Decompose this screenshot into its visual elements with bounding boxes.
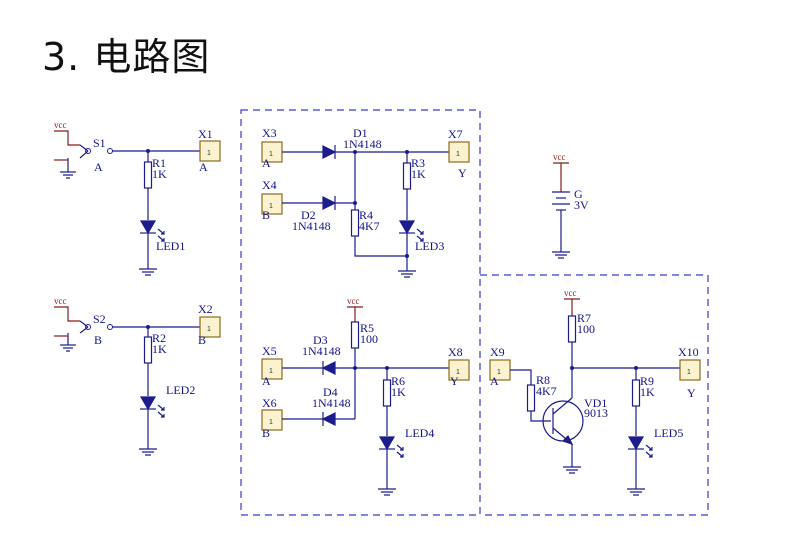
svg-text:Y: Y bbox=[687, 386, 696, 400]
svg-text:vcc: vcc bbox=[553, 152, 566, 162]
svg-text:X9: X9 bbox=[490, 345, 505, 359]
svg-text:R8: R8 bbox=[536, 373, 550, 387]
svg-text:1: 1 bbox=[497, 369, 501, 376]
svg-text:B: B bbox=[262, 426, 270, 440]
svg-text:1N4148: 1N4148 bbox=[302, 344, 341, 358]
svg-text:1: 1 bbox=[269, 151, 273, 158]
svg-text:R3: R3 bbox=[411, 156, 425, 170]
svg-text:X2: X2 bbox=[198, 302, 213, 316]
svg-text:X4: X4 bbox=[262, 178, 277, 192]
svg-text:1: 1 bbox=[207, 150, 211, 157]
svg-text:100: 100 bbox=[360, 332, 378, 346]
svg-text:X1: X1 bbox=[198, 127, 213, 141]
svg-text:LED5: LED5 bbox=[654, 426, 683, 440]
svg-text:vcc: vcc bbox=[54, 296, 67, 306]
svg-text:D2: D2 bbox=[301, 208, 316, 222]
svg-text:LED1: LED1 bbox=[156, 239, 185, 253]
svg-text:R9: R9 bbox=[640, 374, 654, 388]
svg-text:1: 1 bbox=[207, 326, 211, 333]
svg-text:1: 1 bbox=[269, 368, 273, 375]
svg-text:D3: D3 bbox=[313, 333, 328, 347]
svg-text:Y: Y bbox=[450, 374, 459, 388]
svg-text:D1: D1 bbox=[353, 126, 368, 140]
svg-text:A: A bbox=[94, 160, 103, 174]
svg-text:A: A bbox=[490, 374, 499, 388]
switch-s1-label: S1 bbox=[93, 136, 106, 150]
battery-circuit: vcc G 3V bbox=[551, 152, 589, 259]
svg-text:LED2: LED2 bbox=[166, 383, 195, 397]
svg-text:vcc: vcc bbox=[347, 296, 360, 306]
switch-circuit-2: vcc S2 B R2 1K LED2 X2 1 B bbox=[54, 296, 221, 456]
svg-text:1: 1 bbox=[456, 369, 460, 376]
svg-text:1: 1 bbox=[269, 419, 273, 426]
svg-text:VD1: VD1 bbox=[584, 396, 607, 410]
svg-text:B: B bbox=[262, 208, 270, 222]
page-title: 3. 电路图 bbox=[42, 35, 211, 79]
svg-text:S2: S2 bbox=[93, 312, 106, 326]
not-gate-circuit: vcc R7 100 X9 1 A R8 4K7 VD1 9013 R9 1K … bbox=[489, 288, 701, 496]
svg-text:100: 100 bbox=[577, 322, 595, 336]
svg-text:X7: X7 bbox=[448, 127, 463, 141]
svg-text:X6: X6 bbox=[262, 396, 277, 410]
svg-text:1K: 1K bbox=[640, 385, 655, 399]
svg-text:A: A bbox=[199, 160, 208, 174]
svg-text:1K: 1K bbox=[152, 167, 167, 181]
svg-text:A: A bbox=[262, 374, 271, 388]
svg-text:9013: 9013 bbox=[584, 406, 608, 420]
svg-text:1K: 1K bbox=[411, 167, 426, 181]
svg-text:vcc: vcc bbox=[564, 288, 577, 298]
svg-text:B: B bbox=[94, 333, 102, 347]
svg-text:1N4148: 1N4148 bbox=[292, 219, 331, 233]
svg-text:Y: Y bbox=[458, 166, 467, 180]
svg-text:X5: X5 bbox=[262, 344, 277, 358]
and-gate-circuit: X3 1 A D1 1N4148 X4 1 B D2 1N4148 R4 4K7… bbox=[261, 126, 470, 278]
svg-text:1K: 1K bbox=[391, 385, 406, 399]
switch-circuit-1: vcc S1 A R1 1K LED1 X1 1 A bbox=[54, 120, 221, 276]
svg-text:X10: X10 bbox=[678, 345, 699, 359]
svg-text:X3: X3 bbox=[262, 126, 277, 140]
svg-text:1: 1 bbox=[456, 151, 460, 158]
svg-text:LED4: LED4 bbox=[405, 426, 434, 440]
svg-text:R7: R7 bbox=[577, 311, 591, 325]
svg-text:1N4148: 1N4148 bbox=[312, 396, 351, 410]
svg-text:G: G bbox=[574, 187, 583, 201]
svg-text:1: 1 bbox=[269, 203, 273, 210]
or-gate-region bbox=[240, 109, 481, 516]
svg-text:R6: R6 bbox=[391, 374, 405, 388]
svg-text:LED3: LED3 bbox=[415, 239, 444, 253]
svg-text:4K7: 4K7 bbox=[359, 219, 380, 233]
svg-text:vcc: vcc bbox=[54, 120, 67, 130]
svg-text:1N4148: 1N4148 bbox=[343, 137, 382, 151]
svg-text:R1: R1 bbox=[152, 156, 166, 170]
svg-text:3V: 3V bbox=[574, 198, 589, 212]
svg-text:R5: R5 bbox=[360, 321, 374, 335]
not-gate-region bbox=[480, 274, 709, 516]
svg-text:A: A bbox=[262, 156, 271, 170]
svg-text:B: B bbox=[198, 333, 206, 347]
svg-text:X8: X8 bbox=[448, 345, 463, 359]
svg-text:D4: D4 bbox=[323, 385, 338, 399]
or-gate-circuit: vcc R5 100 X5 1 A D3 1N4148 X6 1 B D4 1N… bbox=[261, 296, 470, 496]
svg-text:1: 1 bbox=[687, 369, 691, 376]
svg-text:R2: R2 bbox=[152, 331, 166, 345]
svg-text:4K7: 4K7 bbox=[536, 384, 557, 398]
svg-text:1K: 1K bbox=[152, 342, 167, 356]
svg-text:R4: R4 bbox=[359, 208, 373, 222]
